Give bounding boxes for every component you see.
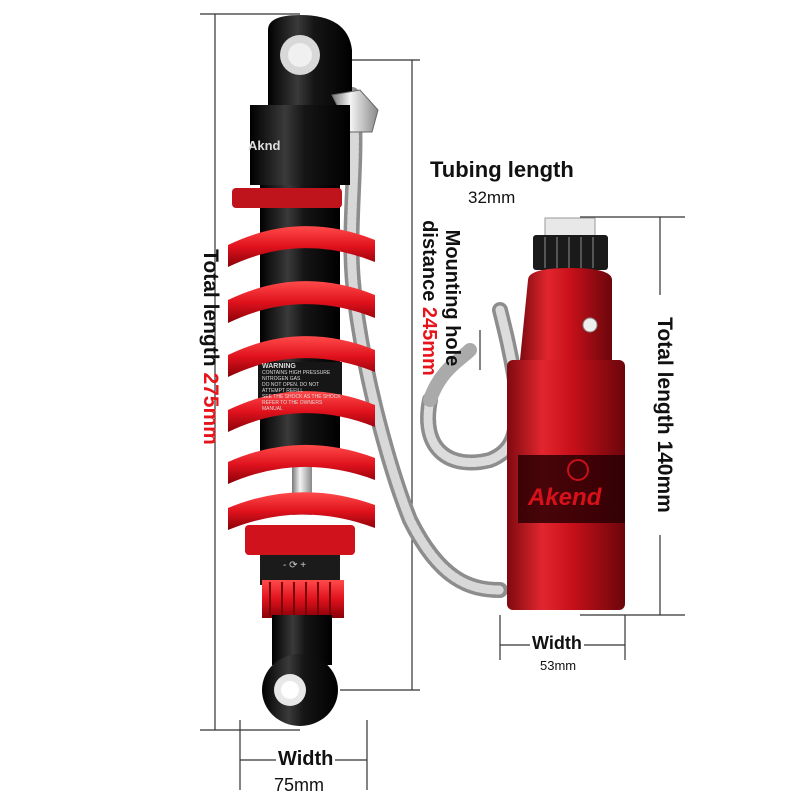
bottom-eyelet [262, 615, 338, 726]
top-eyelet [268, 15, 379, 133]
width-bottom-label: Width [276, 748, 336, 771]
reservoir-logo: Akend [528, 484, 602, 511]
mounting-hole-label: Mounting hole distance 245mm [417, 188, 463, 408]
warning-line: DO NOT OPEN. DO NOT ATTEMPT REFILL [262, 382, 320, 394]
total-length-right-value: 140mm [653, 440, 676, 513]
warning-title: WARNING [262, 363, 296, 370]
warning-line: REFER TO THE OWNERS MANUAL [262, 400, 323, 412]
total-length-right-text: Total length [653, 317, 676, 435]
total-length-left-text: Total length [199, 249, 222, 367]
warning-line: SEE THE SHOCK AS THE SHOCK [262, 394, 341, 400]
coil-spring [228, 188, 375, 530]
brand-logo: Aknd [248, 138, 281, 153]
mounting-hole-distance-word: distance [418, 220, 440, 302]
mounting-hole-line2: distance 245mm [417, 188, 440, 408]
mounting-hole-value: 245mm [418, 306, 440, 376]
tubing-length-label: Tubing length [430, 157, 574, 182]
adjuster-marks: - ⟳ + [283, 560, 307, 571]
reservoir [507, 217, 625, 610]
total-length-right-label: Total length 140mm [652, 295, 676, 535]
tubing-length-value: 32mm [468, 188, 516, 207]
width-reservoir-value: 53mm [540, 658, 577, 673]
spring-adjuster [245, 525, 355, 618]
width-bottom-value: 75mm [274, 775, 325, 795]
warning-text: WARNING CONTAINS HIGH PRESSURE NITROGEN … [262, 363, 342, 412]
total-length-left-label: Total length 275mm [198, 207, 222, 487]
warning-line: CONTAINS HIGH PRESSURE NITROGEN GAS [262, 370, 331, 382]
upper-body [250, 105, 350, 185]
width-reservoir-label: Width [530, 633, 584, 654]
total-length-left-value: 275mm [199, 372, 222, 445]
mounting-hole-line1: Mounting hole [441, 229, 463, 367]
